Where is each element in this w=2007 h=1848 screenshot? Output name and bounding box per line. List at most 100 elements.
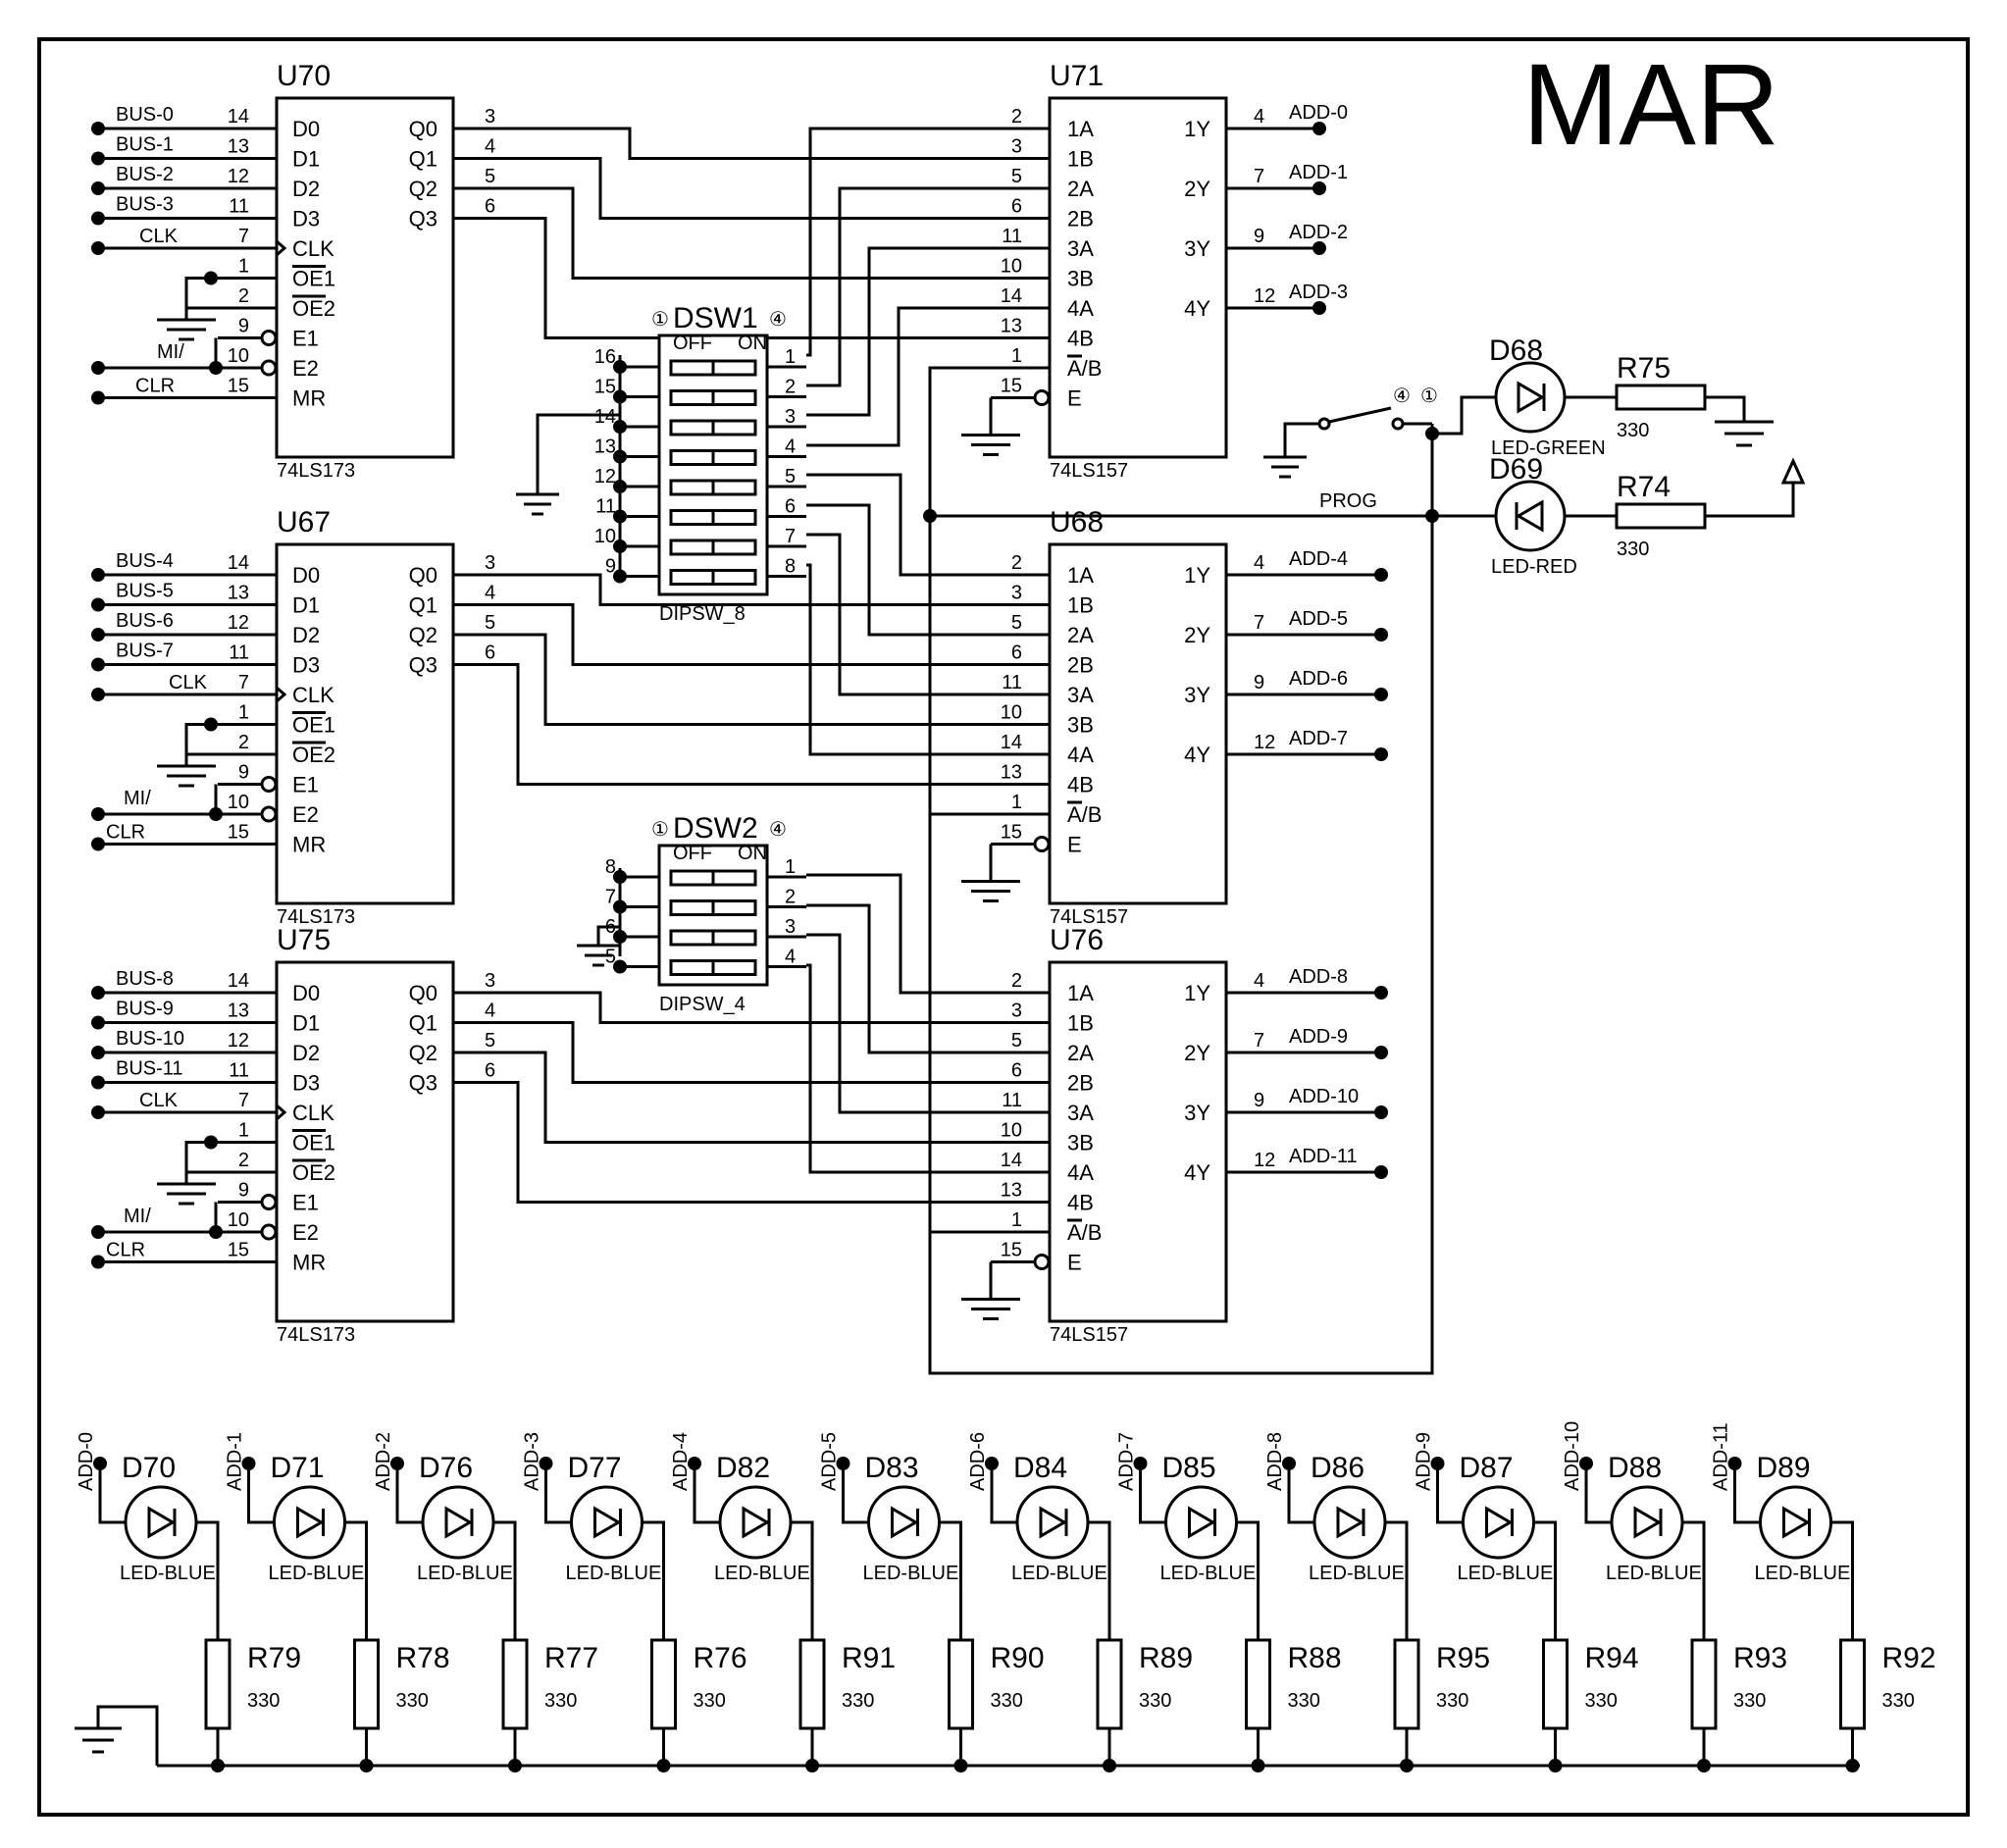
pin-number: 7: [1254, 612, 1264, 634]
clock-marker: [276, 1104, 287, 1121]
dip-to-a-wire: [806, 306, 991, 447]
dip-to-a-wire: [806, 533, 991, 696]
dip-off-label: OFF: [673, 843, 712, 864]
pin-number: 2: [785, 887, 796, 908]
pin-number: 9: [1254, 226, 1264, 247]
dip-to-a-wire: [806, 473, 991, 577]
pin-name: Q3: [409, 207, 437, 231]
pin-name: 2A: [1067, 1041, 1094, 1065]
pin-name: Q0: [409, 117, 437, 141]
output-dot: [1374, 986, 1388, 1000]
clk-net-dot: [91, 241, 105, 255]
pin-number: 12: [228, 166, 249, 187]
pin-number: 1: [238, 702, 249, 724]
junction-dot: [613, 959, 627, 974]
resistor-ref: R93: [1733, 1642, 1787, 1674]
pin-name: Q2: [409, 623, 437, 647]
pin-number: 14: [1001, 1150, 1022, 1171]
wire: [791, 1520, 814, 1640]
dip-ref: DSW1: [673, 302, 758, 334]
dip-to-a-wire: [806, 903, 991, 1054]
led-type: LED-BLUE: [1309, 1563, 1405, 1584]
pin-number: 4: [1254, 552, 1264, 574]
dip-to-a-wire: [806, 503, 991, 637]
pin-number: 5: [605, 947, 616, 968]
pin-number: 5: [485, 1030, 495, 1052]
up-arrow-icon: ①: [1420, 385, 1438, 407]
pin-name: OE1: [292, 1131, 335, 1155]
clk-net-label: CLK: [169, 672, 208, 693]
clk-net-label: CLK: [139, 226, 179, 247]
up-arrow-icon: ①: [651, 819, 669, 841]
resistor-body: [948, 1638, 974, 1730]
pin-name: 4A: [1067, 296, 1094, 321]
led-body: [1015, 1485, 1090, 1560]
pin-number: 11: [229, 642, 249, 664]
resistor-ref: R89: [1139, 1642, 1193, 1674]
clock-marker: [276, 686, 287, 703]
resistor-body: [1245, 1638, 1271, 1730]
pin-name: 2Y: [1184, 177, 1210, 201]
wire: [1733, 1463, 1761, 1524]
pin-name: E1: [292, 327, 319, 351]
pin-number: 6: [485, 196, 495, 218]
pin-number: 9: [1254, 1090, 1264, 1111]
resistor-ref: R78: [396, 1642, 450, 1674]
pin-number: 13: [228, 583, 249, 604]
bus-net-label: BUS-6: [116, 610, 174, 632]
pin-bubble: [1033, 389, 1051, 406]
pin-name: D3: [292, 207, 320, 231]
led-type: LED-BLUE: [566, 1563, 662, 1584]
output-dot: [1374, 688, 1388, 701]
prog-label: PROG: [1319, 490, 1377, 512]
resistor-value: 330: [247, 1690, 280, 1712]
junction-dot: [613, 569, 627, 584]
pin-number: 2: [238, 285, 249, 307]
pin-number: 15: [1001, 376, 1022, 397]
pin-number: 10: [1001, 256, 1022, 278]
pin-number: 2: [1011, 106, 1022, 128]
pin-number: 9: [238, 762, 249, 784]
wire: [1385, 1520, 1409, 1640]
pin-number: 13: [228, 136, 249, 158]
pin-number: 5: [1011, 1030, 1022, 1052]
output-net-label: ADD-4: [1289, 548, 1348, 570]
pin-number: 13: [228, 1001, 249, 1022]
dip-to-a-wire: [806, 186, 991, 387]
mux-ref: U68: [1050, 506, 1104, 539]
dip-type: DIPSW_8: [659, 603, 746, 625]
pin-name: 3Y: [1184, 683, 1210, 707]
mi-net-dot: [91, 361, 105, 375]
pin-number: 2: [238, 732, 249, 753]
pin-name: 1Y: [1184, 563, 1210, 588]
bus-net-label: BUS-1: [116, 134, 174, 156]
pin-name: 2A: [1067, 623, 1094, 647]
resistor-ref: R76: [694, 1642, 747, 1674]
pin-number: 15: [1001, 1240, 1022, 1261]
pin-number: 4: [485, 1001, 495, 1022]
output-net-label: ADD-6: [1289, 668, 1348, 690]
junction-dot: [1548, 1759, 1563, 1772]
mi-net-label: MI/: [124, 1206, 151, 1227]
dip-type: DIPSW_4: [659, 994, 746, 1015]
bus-net-label: BUS-3: [116, 194, 174, 216]
resistor-body: [1542, 1638, 1569, 1730]
bus-net-dot: [91, 181, 105, 195]
output-dot: [1374, 568, 1388, 582]
clk-net-label: CLK: [139, 1090, 179, 1111]
junction-dot: [613, 509, 627, 524]
output-net-label: ADD-7: [1289, 728, 1348, 749]
pin-name: D0: [292, 563, 320, 588]
led-type: LED-BLUE: [714, 1563, 810, 1584]
address-net-label: ADD-11: [1711, 1422, 1732, 1491]
pin-name: 4Y: [1184, 1160, 1210, 1185]
led-body: [1312, 1485, 1387, 1560]
dip-ref: DSW2: [673, 812, 758, 845]
pin-name: MR: [292, 386, 326, 411]
wire: [544, 1463, 572, 1524]
